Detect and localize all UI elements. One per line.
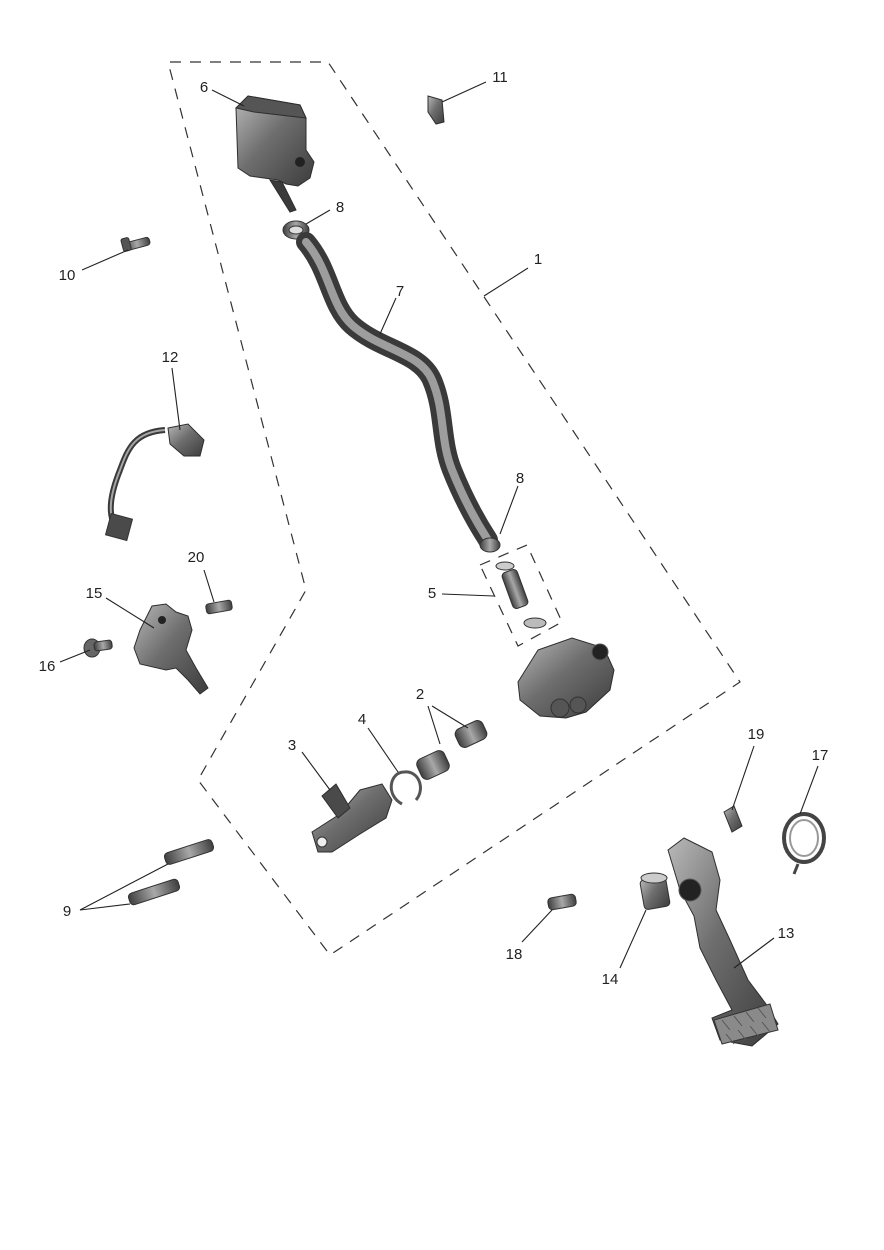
leader-12 [171, 367, 181, 431]
callout-19: 19 [748, 726, 765, 743]
bolt-part-10 [120, 236, 151, 252]
bolt-part-20 [205, 599, 233, 615]
callout-6: 6 [200, 79, 208, 96]
leader-16 [59, 649, 91, 663]
leader-13 [733, 937, 775, 969]
callout-15: 15 [86, 585, 103, 602]
circlip-part-4 [389, 770, 422, 806]
callout-20: 20 [188, 549, 205, 566]
assembly-1-boundary [167, 61, 741, 956]
leader-11 [441, 81, 487, 103]
bolts-part-9 [127, 839, 215, 906]
callout-14: 14 [602, 971, 619, 988]
callout-1: 1 [534, 251, 542, 268]
brake-pedal-part-13 [667, 837, 779, 1047]
leader-20 [203, 569, 215, 603]
adapter-part-5 [495, 561, 547, 629]
leader-6 [211, 89, 245, 107]
piston-part-2 [416, 720, 488, 780]
leader-1 [483, 267, 529, 297]
leader-10 [81, 249, 129, 271]
leader-2a [427, 705, 441, 745]
callout-5: 5 [428, 585, 436, 602]
leader-7 [379, 297, 397, 335]
callouts: 1 2 3 4 5 6 7 8 8 9 10 11 12 13 14 15 16… [39, 69, 829, 988]
leader-3 [301, 751, 331, 791]
callout-3: 3 [288, 737, 296, 754]
callout-13: 13 [778, 925, 795, 942]
callout-9: 9 [63, 903, 71, 920]
leader-19 [731, 745, 755, 811]
bracket-part-15 [133, 603, 209, 695]
bolt-part-16 [83, 638, 113, 658]
clip-part-19 [723, 805, 743, 833]
pin-part-18 [547, 893, 577, 911]
hose-clip-part-8-upper [282, 220, 310, 240]
callout-8-lower: 8 [516, 470, 524, 487]
clip-part-11 [427, 95, 445, 125]
callout-2: 2 [416, 686, 424, 703]
callout-17: 17 [812, 747, 829, 764]
hose-clip-part-8-lower [479, 537, 501, 553]
leader-9b [79, 903, 131, 911]
callout-18: 18 [506, 946, 523, 963]
callout-4: 4 [358, 711, 366, 728]
hose-part-7 [296, 232, 498, 550]
bush-part-14 [639, 872, 671, 910]
leader-8a [305, 209, 331, 225]
leader-18 [521, 909, 553, 943]
spring-part-17 [782, 812, 826, 875]
leader-8b [499, 485, 519, 535]
leader-14 [619, 909, 647, 969]
leader-17 [799, 765, 819, 815]
leader-9a [79, 863, 169, 911]
reservoir-part-6 [235, 95, 315, 213]
leader-lines [59, 81, 819, 969]
callout-11: 11 [492, 69, 508, 86]
leader-15 [105, 597, 155, 629]
sensor-part-12 [104, 423, 205, 542]
callout-7: 7 [396, 283, 404, 300]
callout-12: 12 [162, 349, 179, 366]
callout-16: 16 [39, 658, 56, 675]
leader-5 [441, 593, 495, 597]
master-cylinder-body [517, 637, 615, 719]
leader-4 [367, 727, 399, 773]
callout-8-upper: 8 [336, 199, 344, 216]
callout-10: 10 [59, 267, 76, 284]
leader-2b [431, 705, 469, 729]
pushrod-part-3 [311, 783, 393, 853]
